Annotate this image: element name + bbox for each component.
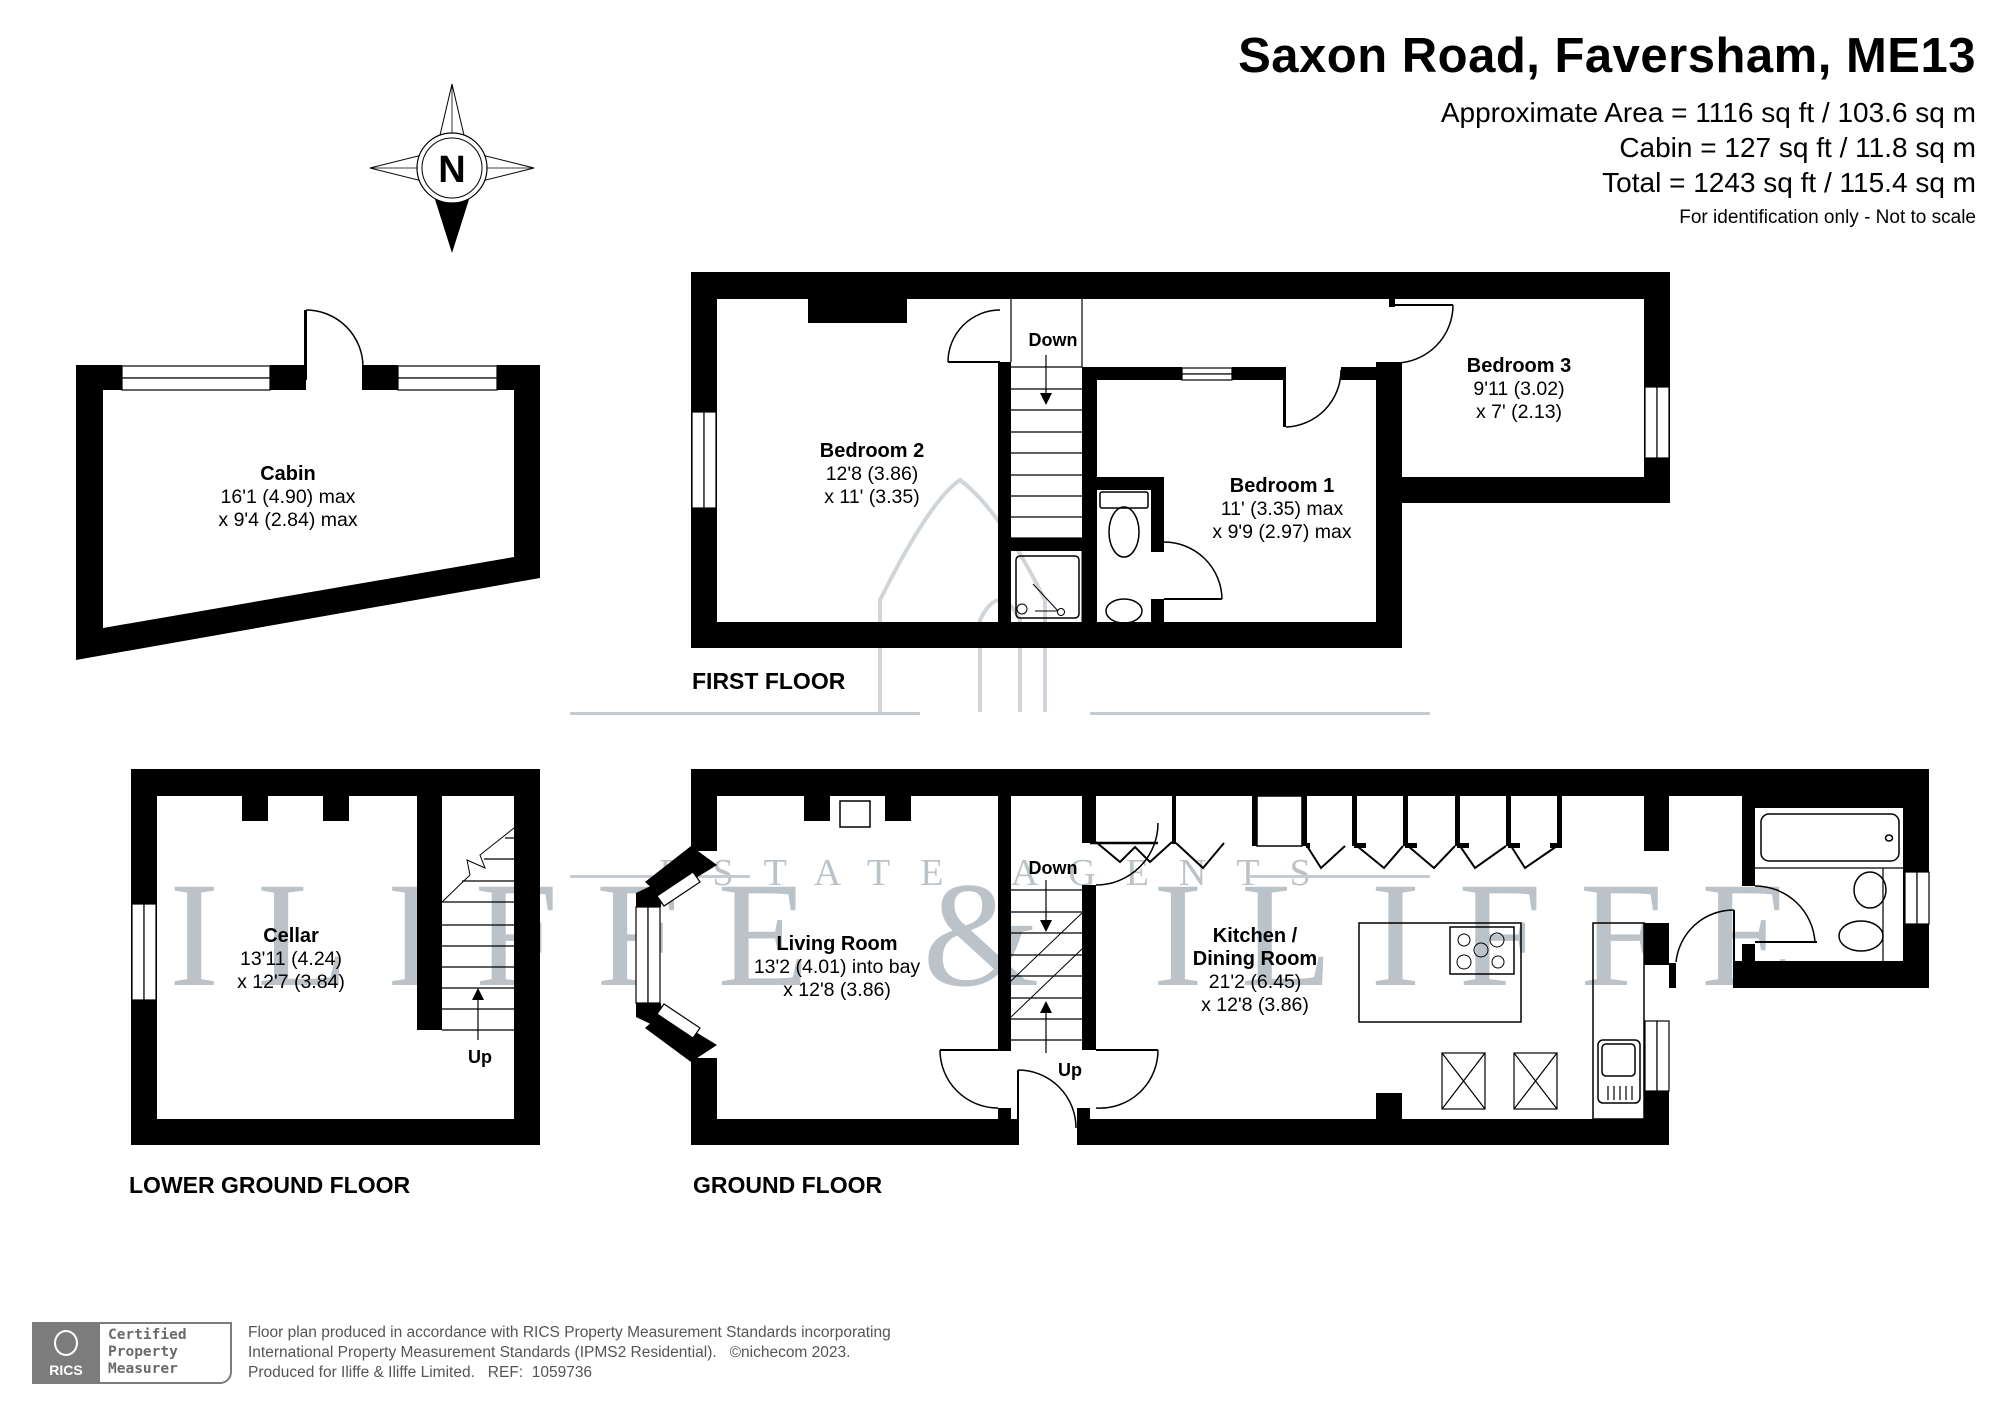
svg-text:N: N [438, 149, 465, 191]
room-dimension: x 11' (3.35) [824, 486, 920, 508]
north-arrow-compass-icon: N [369, 83, 535, 253]
room-label-living-room: Living Room 13'2 (4.01) into bay x 12'8 … [754, 933, 920, 1002]
room-dimension: x 9'4 (2.84) max [218, 509, 358, 531]
badge-line: Certified [108, 1327, 187, 1343]
room-name: Living Room [776, 933, 898, 955]
room-label-bedroom-1: Bedroom 1 11' (3.35) max x 9'9 (2.97) ma… [1212, 475, 1351, 544]
room-name: Cellar [263, 925, 319, 947]
room-dimension: 13'2 (4.01) into bay [753, 956, 921, 978]
footer-disclaimer: Floor plan produced in accordance with R… [248, 1323, 891, 1383]
room-dimension: 21'2 (6.45) [1208, 971, 1302, 993]
cabin-area: Cabin = 127 sq ft / 11.8 sq m [1619, 132, 1976, 163]
stairs-up-label: Up [468, 1047, 492, 1067]
total-area: Total = 1243 sq ft / 115.4 sq m [1602, 167, 1976, 198]
room-dimension: 12'8 (3.86) [825, 463, 919, 485]
footer-line: International Property Measurement Stand… [248, 1344, 851, 1361]
watermark-tagline: ESTATE AGENTS [659, 852, 1340, 894]
footer-line: Produced for Iliffe & Iliffe Limited. RE… [248, 1364, 593, 1381]
stairs-up-label: Up [1058, 1060, 1082, 1080]
room-label-cabin: Cabin 16'1 (4.90) max x 9'4 (2.84) max [218, 463, 357, 532]
room-dimension: x 12'8 (3.86) [783, 979, 891, 1001]
room-dimension: 16'1 (4.90) max [220, 486, 356, 508]
room-dimension: x 7' (2.13) [1475, 401, 1563, 423]
page-title: Saxon Road, Faversham, ME13 [1238, 29, 1976, 83]
floor-label-first: FIRST FLOOR [692, 668, 846, 694]
badge-line: Property [108, 1344, 178, 1360]
room-label-cellar: Cellar 13'11 (4.24) x 12'7 (3.84) [237, 925, 345, 994]
room-name: Dining Room [1192, 948, 1318, 970]
room-dimension: x 12'7 (3.84) [237, 971, 345, 993]
rics-logo: RICS [32, 1322, 100, 1384]
stairs-down-label: Down [1028, 330, 1078, 350]
approximate-area: Approximate Area = 1116 sq ft / 103.6 sq… [1440, 97, 1976, 128]
room-label-kitchen-dining: Kitchen / Dining Room 21'2 (6.45) x 12'8… [1193, 925, 1317, 1017]
ground-floor-plan [635, 769, 1930, 1145]
room-dimension: 9'11 (3.02) [1473, 378, 1565, 400]
room-name: Cabin [260, 463, 316, 485]
room-label-bedroom-2: Bedroom 2 12'8 (3.86) x 11' (3.35) [820, 440, 924, 509]
room-dimension: 13'11 (4.24) [239, 948, 343, 970]
room-dimension: x 9'9 (2.97) max [1212, 521, 1352, 543]
rics-org: RICS [49, 1362, 83, 1378]
room-label-bedroom-3: Bedroom 3 9'11 (3.02) x 7' (2.13) [1467, 355, 1571, 424]
cabin-plan [76, 309, 540, 660]
room-dimension: 11' (3.35) max [1220, 498, 1344, 520]
rics-certified-badge: RICS Certified Property Measurer [32, 1322, 232, 1384]
floor-label-ground: GROUND FLOOR [693, 1172, 883, 1198]
lion-icon [54, 1330, 78, 1356]
room-name: Kitchen / [1212, 925, 1298, 947]
lower-ground-floor-plan [131, 769, 540, 1145]
first-floor-plan [691, 272, 1670, 648]
badge-line: Measurer [108, 1361, 178, 1377]
room-name: Bedroom 2 [819, 440, 925, 462]
floor-label-lower-ground: LOWER GROUND FLOOR [129, 1172, 411, 1198]
stairs-down-label: Down [1028, 858, 1078, 878]
badge-text: Certified Property Measurer [100, 1322, 232, 1384]
room-name: Bedroom 3 [1466, 355, 1572, 377]
footer-line: Floor plan produced in accordance with R… [248, 1324, 891, 1341]
room-name: Bedroom 1 [1229, 475, 1335, 497]
scale-disclaimer: For identification only - Not to scale [1679, 207, 1976, 228]
room-dimension: x 12'8 (3.86) [1201, 994, 1309, 1016]
